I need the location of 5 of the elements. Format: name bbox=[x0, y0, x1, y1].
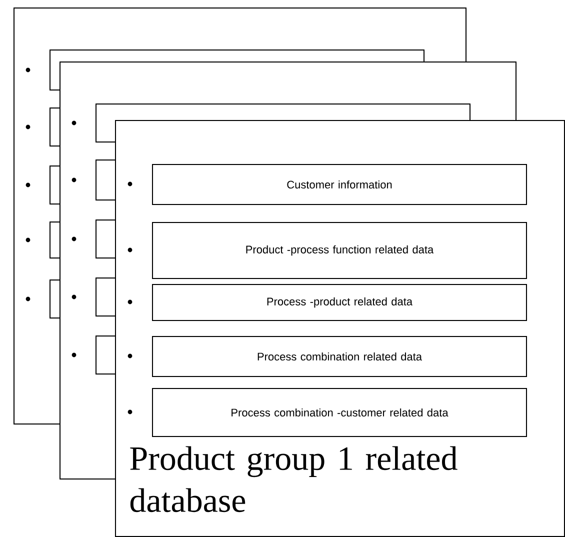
list-box: Product -process function related data bbox=[152, 222, 527, 279]
list-box: Process -product related data bbox=[152, 284, 527, 321]
list-box: Customer information bbox=[152, 164, 527, 205]
list-box: Process combination related data bbox=[152, 336, 527, 377]
list-box: Process combination -customer related data bbox=[152, 388, 527, 437]
